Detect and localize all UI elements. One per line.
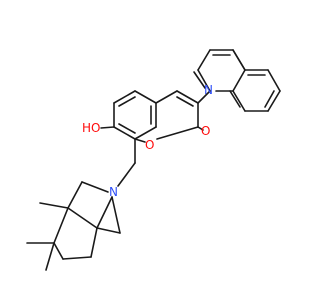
bond-benzo-shared [232,49,246,71]
carbonyl-oxygen-label: O [201,124,210,138]
bond-benzo-3b [264,90,275,108]
bond-pyr-2b [176,96,194,107]
quinoline-nitrogen-label: N [204,83,213,97]
bond-benz-3 [134,90,157,104]
bond-bic-bh-bridge [96,227,121,234]
bond-hydroxyl [100,126,115,129]
bond-pyr-1 [155,90,178,104]
bond-pyr-5 [134,138,146,143]
hydroxyl-label: HO [82,121,100,135]
bond-benzo-2 [267,69,281,92]
structure-diagram: HO O O N N [26,49,281,271]
bond-benzo-3 [267,90,281,112]
bond-bic-n-ch2 [81,181,109,193]
label-mask-bicyclo-n [108,184,120,200]
bonds [26,49,281,271]
label-mask-ring-oxygen [143,137,157,153]
bond-bic-qc-bh [67,207,98,229]
bond-link-quinoline [197,90,211,104]
bond-bic-n-bridge [96,196,113,229]
bond-gem-me2 [45,242,55,271]
bond-benzo-5 [232,90,246,112]
bond-bic-ch2-qc [67,181,83,209]
atom-labels: HO O O N N [82,83,213,199]
bond-bic-qc-me2 [39,202,69,209]
bond-quin-2 [197,49,211,71]
bond-benzo-5b [229,90,241,108]
bond-benz-2b [118,96,136,107]
bond-quin-5 [232,69,246,92]
azabicyclo-nitrogen-label: N [109,185,118,199]
bond-ch2-2 [117,162,136,187]
label-mask-hydroxyl [83,120,103,136]
bond-pyr-2 [176,90,199,104]
label-mask-carbonyl-oxygen [199,123,213,139]
ring-oxygen-label: O [145,138,154,152]
bond-bic-bh-ch2 [90,227,98,258]
bond-bic-qc-me [53,207,69,244]
bond-bic-bridge-n [111,196,121,234]
bond-benz-6 [113,126,136,140]
bond-quin-1 [197,69,211,92]
bond-benz-6b [118,123,136,134]
bond-quin-1b [193,71,206,89]
bond-benz-5 [134,126,157,140]
bond-bic-ch2-ch2 [62,256,92,260]
molecule-canvas: HO O O N N [26,49,281,271]
bond-pyr-4 [156,126,199,140]
bond-bic-ch2-cme2 [53,242,64,260]
bond-benz-2 [113,90,136,104]
bond-carbonyl [197,126,204,131]
